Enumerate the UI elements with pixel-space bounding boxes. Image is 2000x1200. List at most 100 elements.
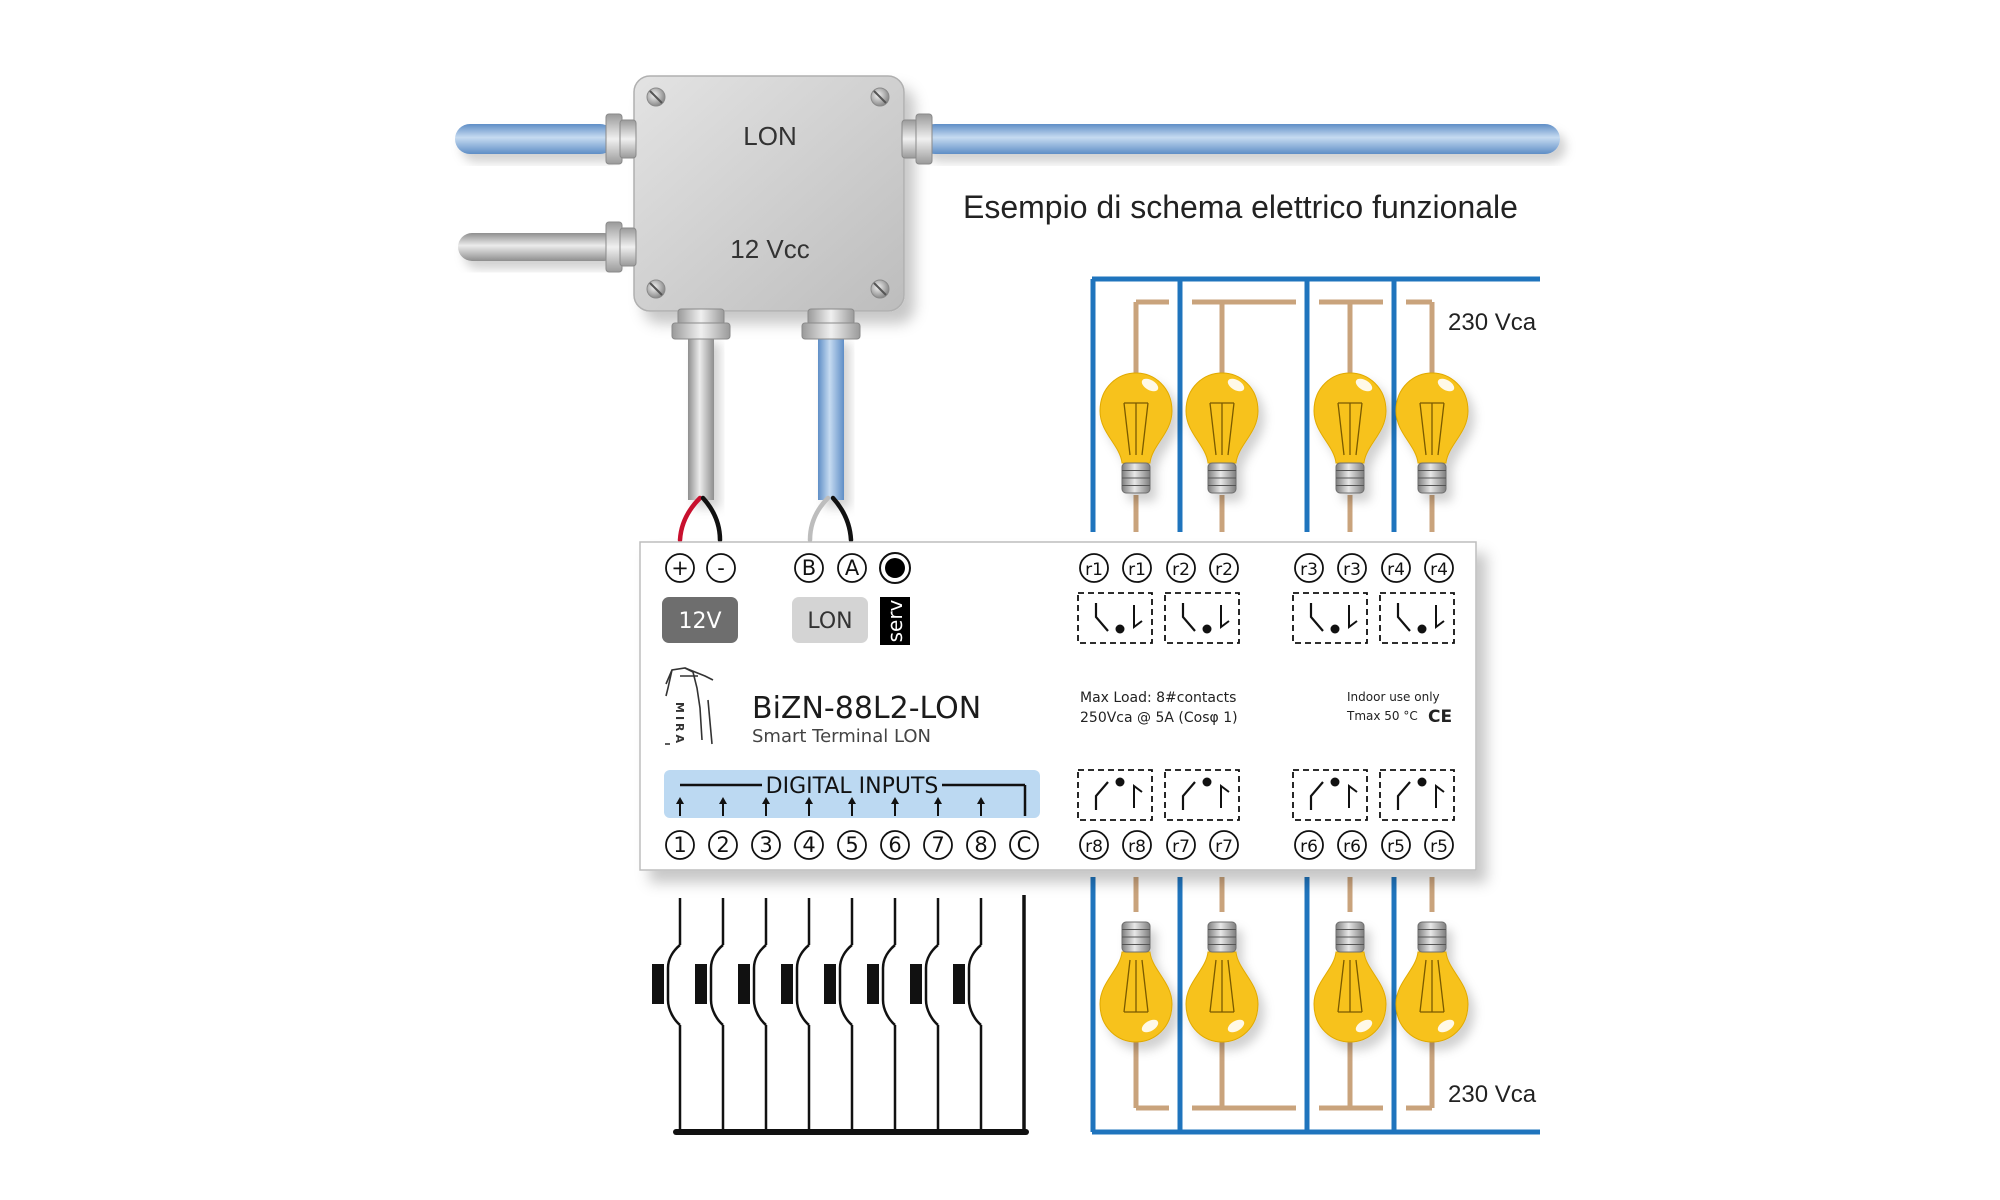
terminal-ring (751, 830, 781, 860)
service-button[interactable] (879, 552, 911, 584)
pushbutton-contact (967, 944, 982, 1026)
relay-contact-terminal (1348, 784, 1358, 808)
pushbutton (910, 898, 940, 1132)
spec-line-2: 250Vca @ 5A (Cosφ 1) (1080, 710, 1238, 726)
terminal-ring (1009, 830, 1039, 860)
relay-contact-terminal (1435, 784, 1445, 808)
terminal-ring (1381, 830, 1411, 860)
bus-terminal: B (794, 553, 824, 583)
box-power-label: 12 Vcc (730, 234, 810, 264)
cable-glands (605, 113, 933, 340)
terminal-label: r3 (1343, 560, 1361, 580)
terminal-ring (966, 830, 996, 860)
terminal-label: r1 (1085, 560, 1103, 580)
terminal-ring (1209, 830, 1239, 860)
terminal-ring (923, 830, 953, 860)
relay-contact-pivot (1330, 624, 1340, 634)
relay-contact-pivot (1115, 777, 1125, 787)
input-terminal: 1 (665, 830, 695, 860)
input-terminal: 5 (837, 830, 867, 860)
bulb-filament (1123, 402, 1149, 456)
input-arrow-head (934, 797, 942, 804)
bulb-filament (1419, 402, 1445, 456)
relay-terminal: r8 (1122, 830, 1152, 860)
terminal-ring (1337, 830, 1367, 860)
terminal-ring (837, 830, 867, 860)
terminal-ring (706, 553, 736, 583)
relay-terminal: r3 (1337, 553, 1367, 583)
terminal-label: r2 (1215, 560, 1233, 580)
device-subtitle: Smart Terminal LON (752, 726, 931, 747)
relay-contact-blade (1396, 781, 1411, 810)
pushbutton-cap (824, 964, 836, 1004)
lon-bus-cable (455, 124, 1560, 154)
bulb-highlight (1355, 1019, 1373, 1033)
terminal-ring (880, 830, 910, 860)
relay-contact-pivot (1202, 777, 1212, 787)
terminal-label: 5 (845, 833, 858, 857)
relay-contact-blade (1396, 603, 1411, 632)
terminal-label: + (671, 556, 689, 580)
mains-wiring-top (1090, 276, 1540, 532)
indoor-line-2: Tmax 50 °C (1346, 709, 1418, 723)
relay-contact-terminal (1220, 605, 1230, 629)
terminal-label: 3 (759, 833, 772, 857)
terminal-label: r7 (1215, 837, 1233, 857)
relay-terminal: r8 (1079, 830, 1109, 860)
badge-serv-label: serv (883, 599, 907, 642)
input-terminal: 8 (966, 830, 996, 860)
relay-contact-blade (1309, 781, 1324, 810)
relay-contact (1379, 592, 1455, 644)
relay-contact-terminal (1133, 605, 1143, 629)
terminal-ring (1424, 830, 1454, 860)
relay-contact-pivot (1330, 777, 1340, 787)
pushbutton-cap (738, 964, 750, 1004)
terminal-label: r7 (1172, 837, 1190, 857)
terminal-label: r4 (1387, 560, 1405, 580)
terminal-ring (665, 553, 695, 583)
relay-terminal: r2 (1166, 553, 1196, 583)
relay-terminal: r3 (1294, 553, 1324, 583)
relay-contact-frame (1292, 769, 1368, 821)
pushbutton-cap (781, 964, 793, 1004)
pushbutton-cap (695, 964, 707, 1004)
relay-terminal: r7 (1209, 830, 1239, 860)
relay-terminal: r5 (1424, 830, 1454, 860)
power-terminal: - (706, 553, 736, 583)
input-terminal: 6 (880, 830, 910, 860)
terminal-label: r8 (1085, 837, 1103, 857)
mira-logo: MIRA (665, 667, 714, 746)
terminal-label: r3 (1300, 560, 1318, 580)
relay-contact-blade (1094, 781, 1109, 810)
terminal-ring (1209, 553, 1239, 583)
terminal-label: 7 (931, 833, 944, 857)
digital-inputs-band: DIGITAL INPUTS (664, 770, 1040, 818)
pushbutton-cap (910, 964, 922, 1004)
light-bulb-icon (1395, 372, 1469, 494)
terminal-ring (1122, 830, 1152, 860)
relay-contact (1164, 592, 1240, 644)
power-terminals: +- (665, 553, 736, 583)
relay-terminal: r5 (1381, 830, 1411, 860)
terminal-label: r5 (1430, 837, 1448, 857)
pushbutton (867, 898, 897, 1132)
bulb-filament (1337, 959, 1363, 1013)
badge-12v-label: 12V (678, 609, 721, 634)
terminal-label: 4 (802, 833, 815, 857)
pushbutton-contact (924, 944, 939, 1026)
power-supply-cable (458, 233, 618, 261)
pushbutton (781, 898, 811, 1132)
badge-lon: LON (792, 597, 868, 643)
relay-contact-pivot (1417, 777, 1427, 787)
relay-contact-frame (1164, 769, 1240, 821)
terminal-ring (1122, 553, 1152, 583)
input-terminal: 3 (751, 830, 781, 860)
terminal-label: 1 (673, 833, 686, 857)
relay-contact (1164, 769, 1240, 821)
bulb-highlight (1227, 1019, 1245, 1033)
mains-wiring-bottom (1090, 877, 1540, 1135)
input-arrow-head (977, 797, 985, 804)
